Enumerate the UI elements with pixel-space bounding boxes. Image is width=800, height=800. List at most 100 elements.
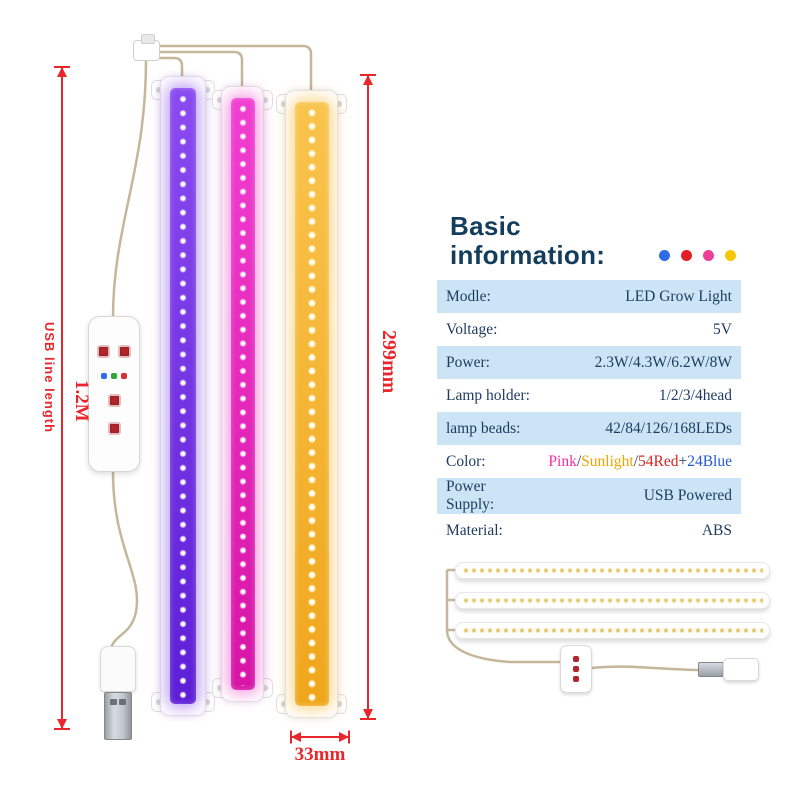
wire-to-pink-strip bbox=[159, 50, 244, 88]
indicator-lights bbox=[101, 373, 127, 379]
spec-cell-value: USB Powered bbox=[643, 487, 732, 504]
dimmer-controller bbox=[88, 316, 140, 472]
spec-cell-label: Power Supply: bbox=[446, 478, 495, 513]
thumb-usb-body bbox=[723, 658, 759, 681]
spec-cell-label: Power: bbox=[446, 353, 490, 371]
product-thumbnail bbox=[428, 548, 780, 738]
arrowhead-down bbox=[363, 709, 373, 719]
led-channel-pink bbox=[230, 98, 255, 690]
spec-cell-value: ABS bbox=[701, 521, 732, 539]
usb-plug-metal bbox=[104, 692, 132, 740]
thumb-wire-stubs bbox=[447, 568, 456, 632]
spec-value-segment: 54Red bbox=[638, 452, 679, 470]
spec-cell-label: Lamp holder: bbox=[446, 386, 530, 404]
thumb-led-dots bbox=[462, 596, 763, 605]
led-strip-pink bbox=[212, 86, 273, 702]
indicator-red bbox=[121, 373, 127, 379]
dimension-strip-length-line bbox=[360, 74, 376, 720]
spec-cell-value: 1/2/3/4head bbox=[658, 386, 732, 404]
spec-value-segment: Pink bbox=[548, 452, 577, 470]
controller-button bbox=[97, 345, 110, 358]
spec-cell-value: 2.3W/4.3W/6.2W/8W bbox=[594, 353, 732, 371]
spec-cell-value: Pink/Sunlight/54Red+24Blue bbox=[539, 445, 741, 478]
spec-cell-label: Modle: bbox=[446, 287, 491, 305]
spec-cell-value: 5V bbox=[713, 320, 732, 338]
thumb-strip bbox=[455, 622, 770, 639]
color-dot bbox=[681, 250, 692, 261]
thumb-controller-button bbox=[573, 676, 579, 682]
color-dots bbox=[659, 250, 736, 261]
arrowhead-up bbox=[363, 75, 373, 85]
spec-value-segment: 24Blue bbox=[687, 452, 732, 470]
dimension-usb-length-line bbox=[54, 66, 70, 730]
usb-line-length-value: 1.2M bbox=[71, 380, 92, 422]
spec-row: lamp beads: 42/84/126/168LEDs bbox=[437, 412, 741, 445]
usb-plug-body bbox=[100, 646, 136, 692]
thumb-strip bbox=[455, 592, 770, 609]
led-channel-yellow bbox=[294, 102, 329, 706]
thumb-led-dots bbox=[462, 566, 763, 575]
dimension-cap bbox=[348, 730, 350, 744]
usb-line-length-label: USB line length bbox=[42, 322, 57, 434]
spec-row: Power: 2.3W/4.3W/6.2W/8W bbox=[437, 346, 741, 379]
controller-button bbox=[107, 422, 121, 435]
thumb-strip bbox=[455, 562, 770, 579]
usb-plug bbox=[100, 646, 136, 740]
junction-connector bbox=[133, 34, 160, 61]
controller-button-row bbox=[97, 345, 131, 358]
dimension-cap bbox=[54, 728, 70, 730]
strip-width-value: 33mm bbox=[294, 744, 346, 765]
spec-row: Color:Pink/Sunlight/54Red+24Blue bbox=[437, 445, 741, 478]
led-strip-yellow bbox=[276, 90, 347, 718]
basic-info-title-line1: Basic bbox=[450, 211, 521, 241]
spec-cell-value: 42/84/126/168LEDs bbox=[605, 419, 732, 437]
spec-value-segment: Sunlight bbox=[581, 452, 634, 470]
thumb-led-dots bbox=[462, 626, 763, 635]
arrowhead-up bbox=[57, 67, 67, 77]
arrowhead-right bbox=[339, 732, 349, 742]
color-dot bbox=[725, 250, 736, 261]
led-channel-purple bbox=[170, 88, 196, 704]
spec-row: Material:ABS bbox=[437, 514, 741, 547]
thumb-controller bbox=[560, 645, 592, 693]
indicator-green bbox=[111, 373, 117, 379]
spec-value-segment: + bbox=[678, 452, 688, 470]
thumb-wire-to-usb bbox=[591, 665, 701, 672]
dimension-cap bbox=[360, 718, 376, 720]
spec-value-segment: / bbox=[633, 452, 638, 470]
spec-cell-label: Color: bbox=[446, 452, 486, 470]
spec-cell-value: LED Grow Light bbox=[625, 287, 732, 305]
spec-row: Voltage: 5V bbox=[437, 313, 741, 346]
spec-cell-label: Voltage: bbox=[446, 320, 498, 338]
basic-info-title: Basic information: bbox=[450, 211, 606, 271]
controller-button bbox=[107, 394, 121, 407]
color-dot bbox=[659, 250, 670, 261]
wire-to-usb bbox=[109, 471, 139, 659]
arrowhead-down bbox=[57, 719, 67, 729]
wire-to-yellow-strip bbox=[159, 44, 313, 92]
arrowhead-left bbox=[291, 732, 301, 742]
indicator-blue bbox=[101, 373, 107, 379]
basic-info-title-line2: information: bbox=[450, 240, 606, 271]
led-dots bbox=[170, 92, 196, 700]
controller-button bbox=[118, 345, 131, 358]
spec-value-segment: / bbox=[576, 452, 582, 470]
led-strip-purple bbox=[151, 76, 215, 716]
spec-row: Modle: LED Grow Light bbox=[437, 280, 741, 313]
color-dot bbox=[703, 250, 714, 261]
thumb-controller-button bbox=[573, 656, 579, 662]
led-dots bbox=[230, 102, 255, 686]
thumb-usb-metal bbox=[698, 662, 724, 677]
dimension-strip-width-line bbox=[290, 730, 350, 744]
spec-row: Lamp holder: 1/2/3/4head bbox=[437, 379, 741, 412]
spec-cell-label: lamp beads: bbox=[446, 419, 521, 437]
wire-to-purple-strip bbox=[159, 56, 184, 78]
spec-row: Power Supply: USB Powered bbox=[437, 478, 741, 514]
strip-length-value: 299mm bbox=[378, 330, 400, 394]
thumb-wire-to-controller bbox=[445, 629, 560, 664]
led-dots bbox=[294, 106, 329, 702]
